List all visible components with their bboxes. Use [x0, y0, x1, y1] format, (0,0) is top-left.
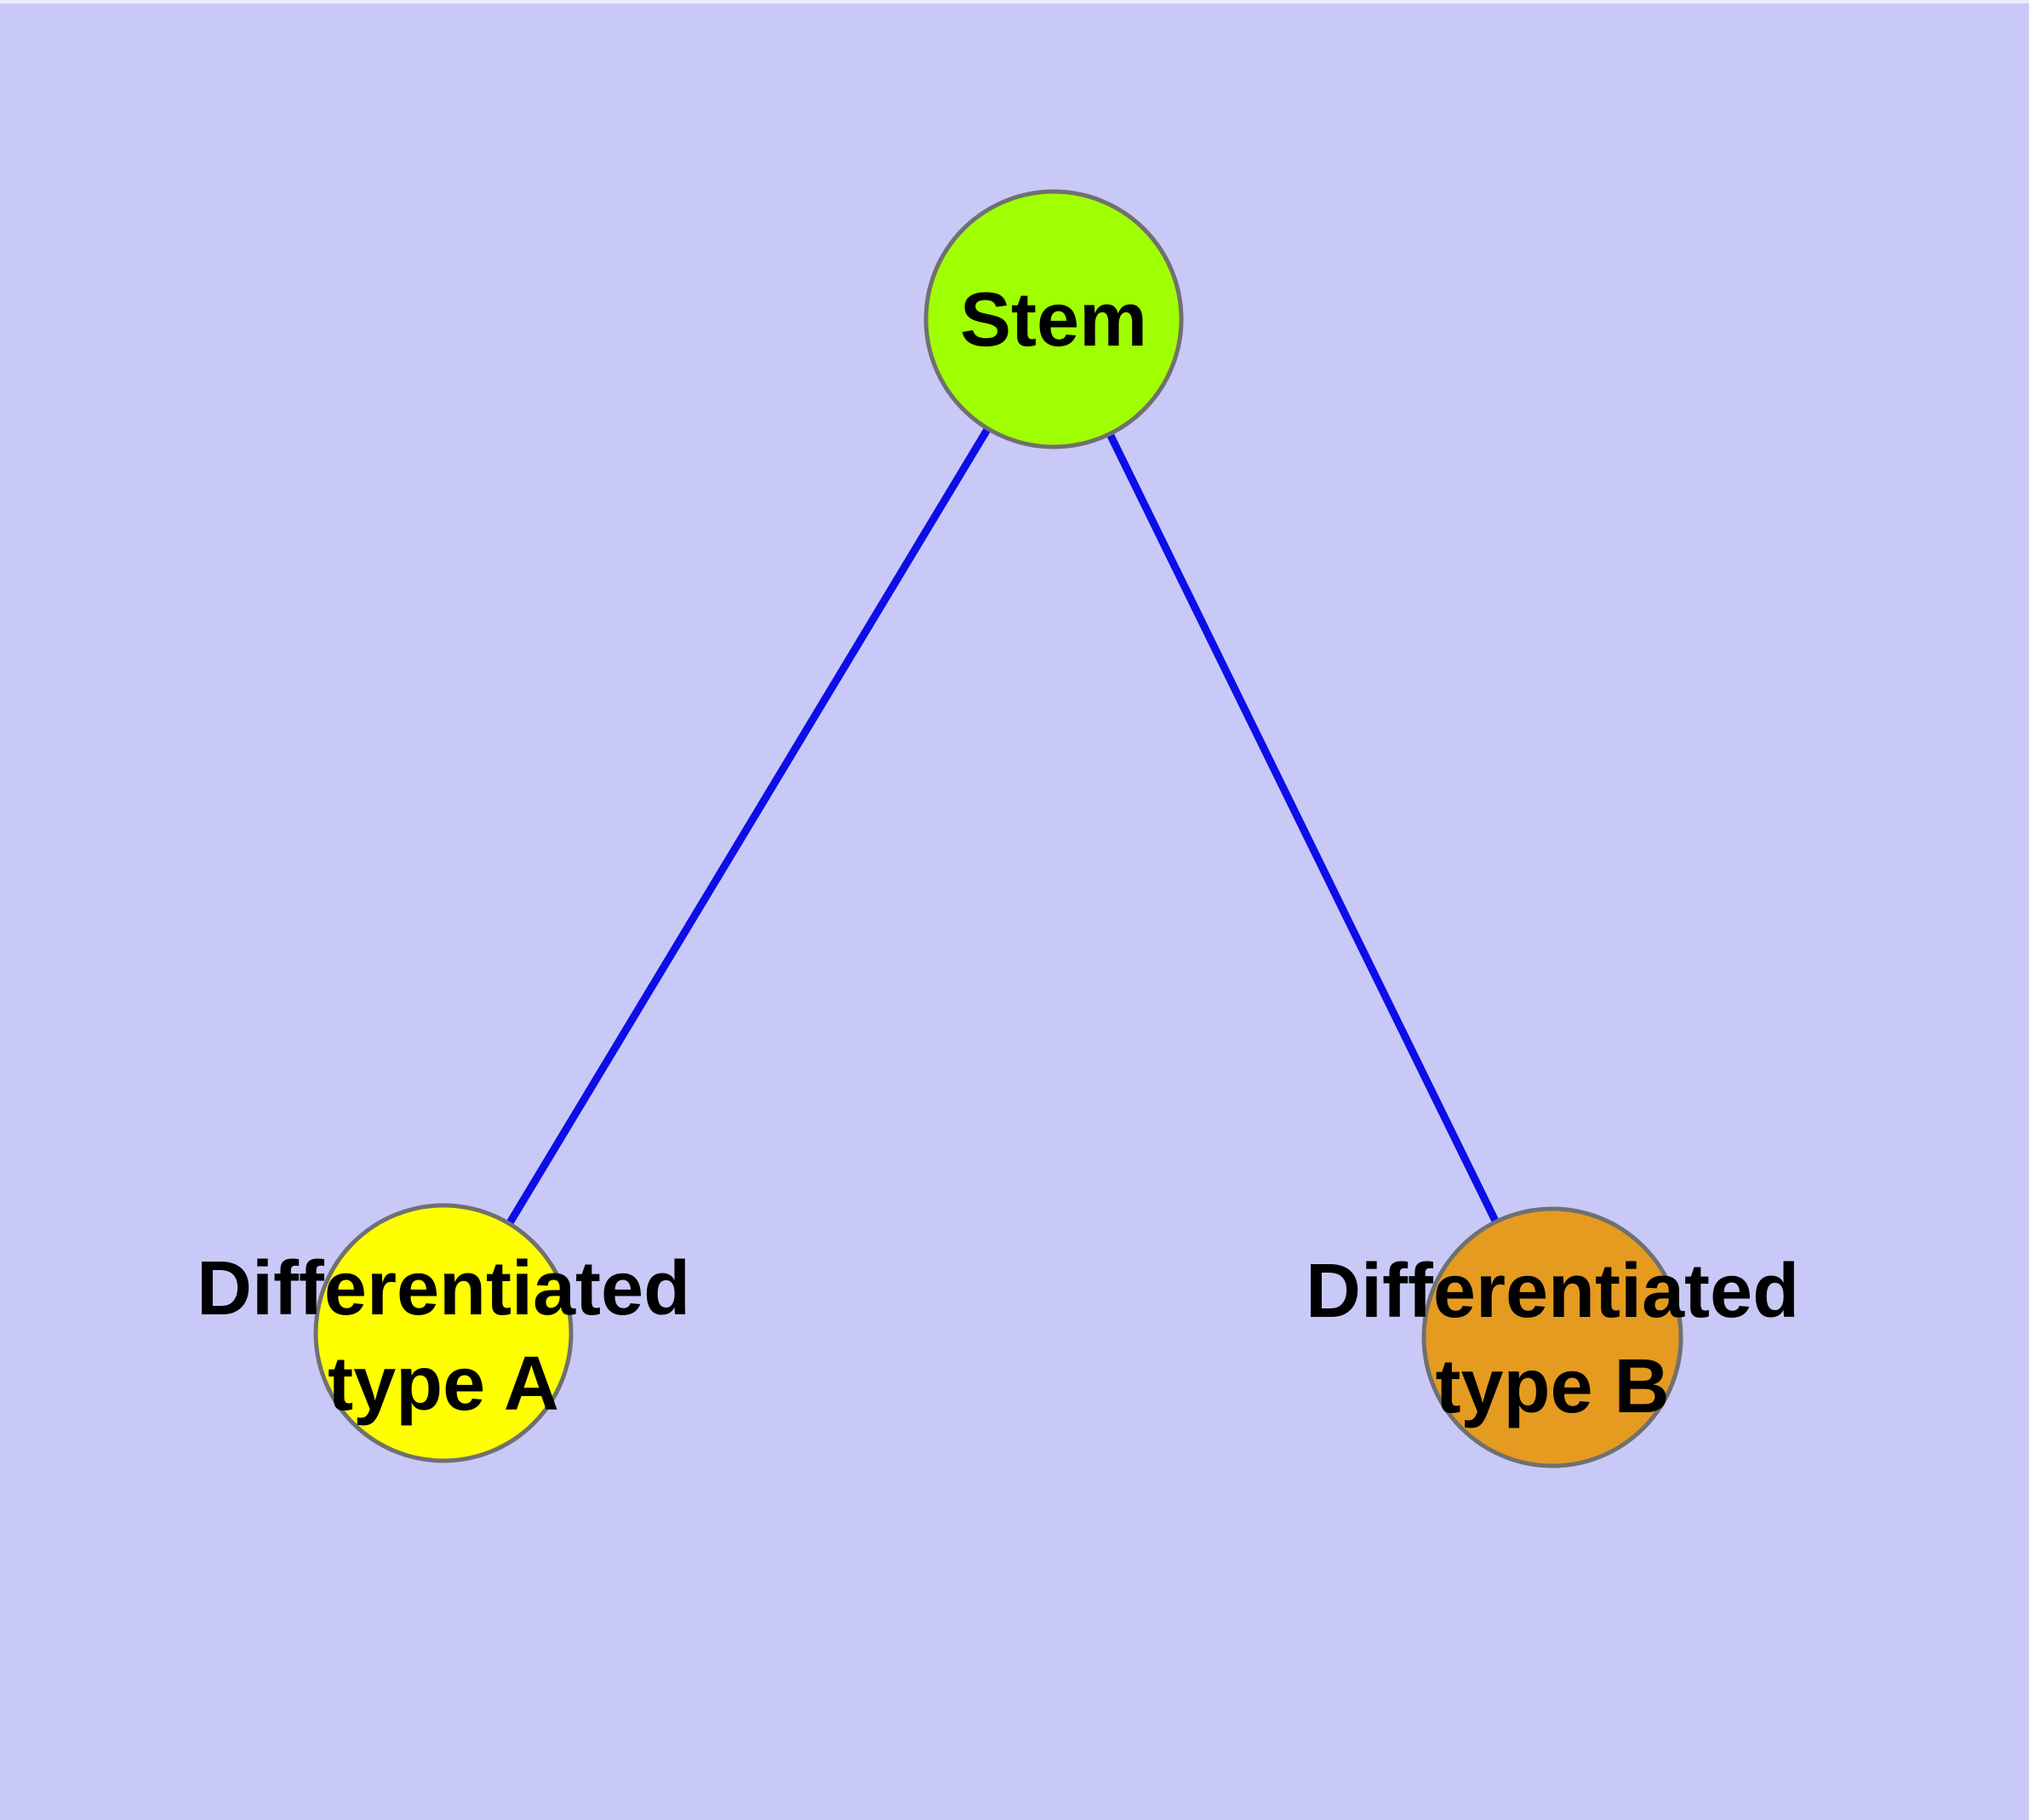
node-type-a-circle — [313, 1203, 574, 1463]
node-type-b-label-line-1: Differentiated — [1305, 1249, 1800, 1334]
edge-stem-to-type-b — [1049, 318, 1557, 1339]
node-type-a-label-line-2: type A — [328, 1342, 559, 1427]
edge-stem-to-type-a — [440, 317, 1057, 1336]
node-type-a-label-line-1: Differentiated — [196, 1246, 691, 1331]
node-type-b-label-line-2: type B — [1435, 1344, 1670, 1429]
node-type-a-label: Differentiated type A — [197, 1241, 690, 1432]
node-type-b-label: Differentiated type B — [1306, 1244, 1799, 1434]
node-stem-label-text: Stem — [959, 278, 1148, 363]
node-stem-label: Stem — [960, 272, 1147, 368]
node-stem-circle — [923, 189, 1184, 449]
node-type-b-circle — [1421, 1206, 1683, 1468]
top-edge-strip — [0, 0, 2029, 3]
